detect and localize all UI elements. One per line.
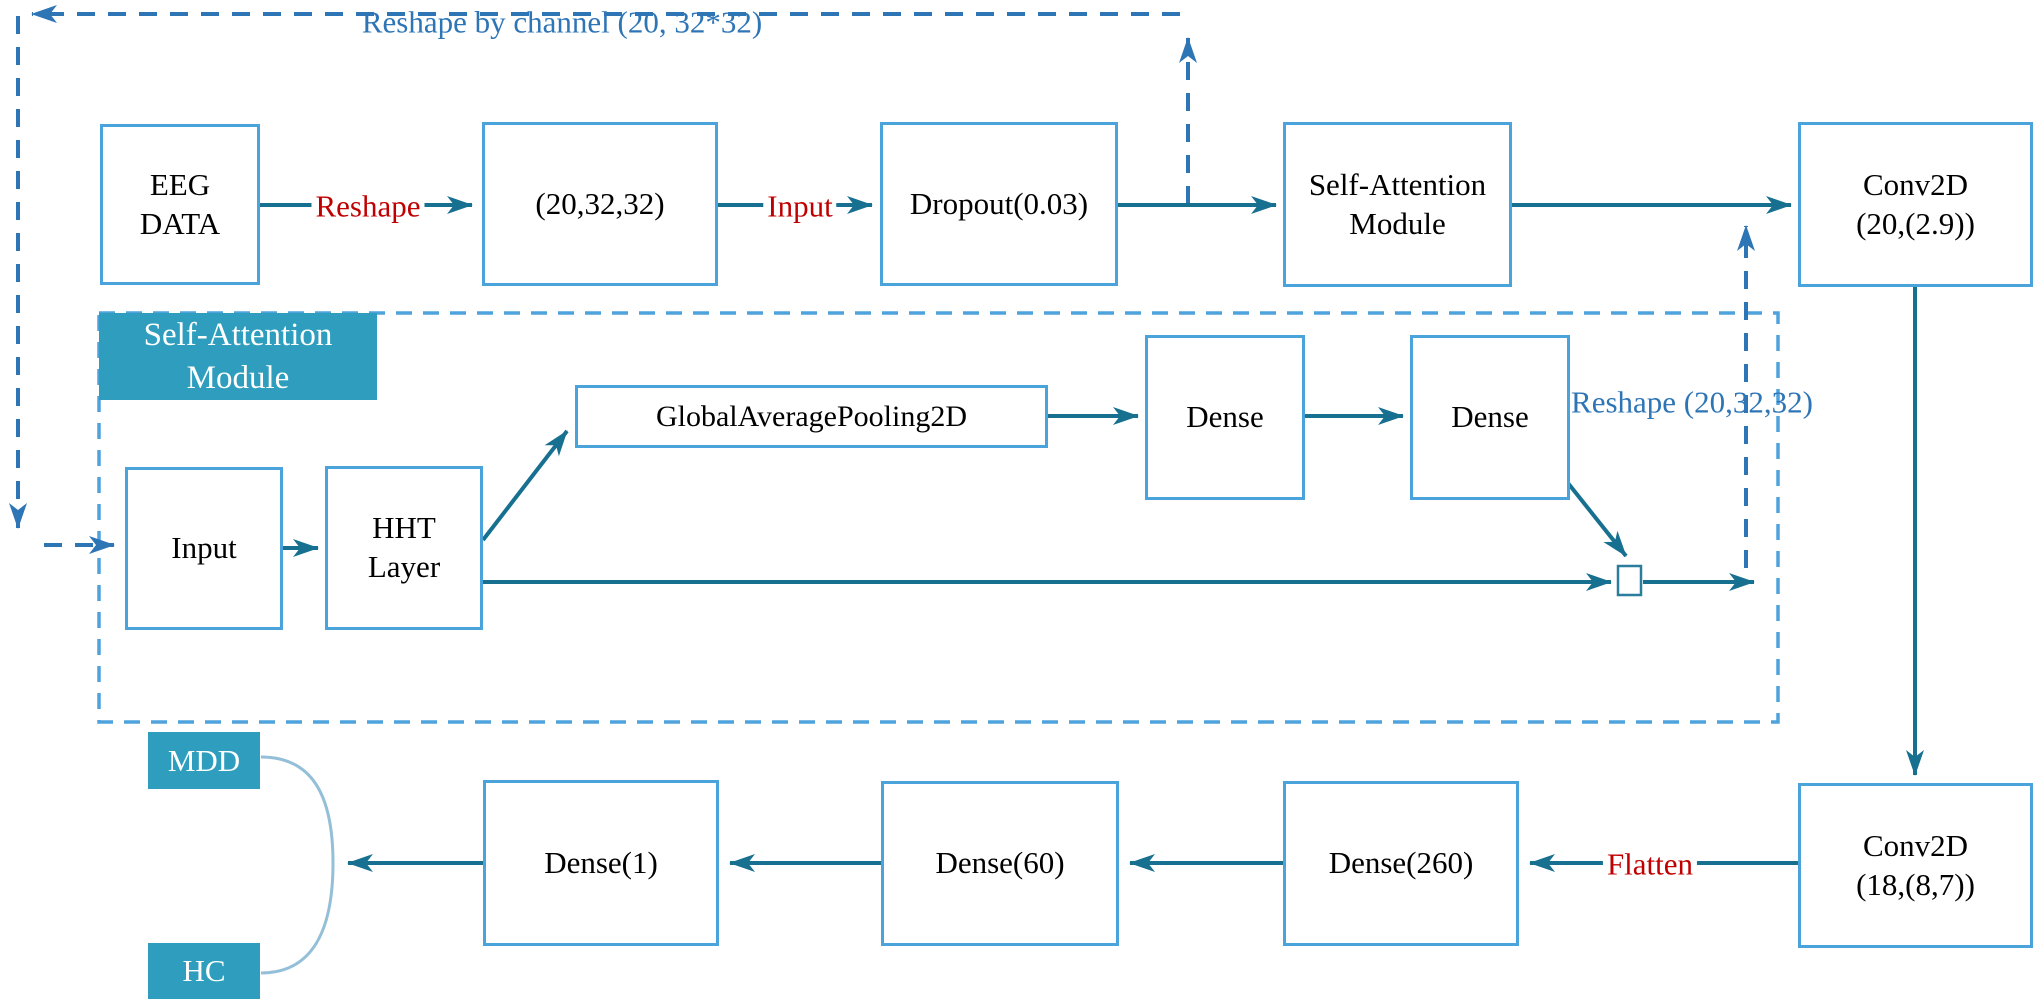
self-attention-module-boundary (97, 311, 1780, 724)
node-label: Dense(60) (935, 845, 1065, 881)
node-label: (20,(2.9)) (1856, 205, 1975, 241)
node-dense-260: Dense(260) (1283, 781, 1519, 946)
edge-label-flatten: Flatten (1602, 847, 1698, 881)
node-label: DATA (139, 205, 221, 241)
annotation-reshape-by-channel: Reshape by channel (20, 32*32) (361, 4, 763, 40)
node-eeg-data: EEG DATA (100, 124, 260, 285)
node-self-attention-module-ref: Self-Attention Module (1283, 122, 1512, 287)
node-shape-20-32-32: (20,32,32) (482, 122, 718, 286)
reshape-by-channel-path (9, 4, 1755, 568)
output-class-mdd: MDD (148, 732, 260, 789)
node-label: Dense(260) (1328, 845, 1474, 881)
node-dense-a: Dense (1145, 335, 1305, 500)
arrow-hht-to-gap (481, 429, 569, 542)
node-dense-1: Dense(1) (483, 780, 719, 946)
node-label: Dense (1451, 399, 1529, 435)
node-dropout: Dropout(0.03) (880, 122, 1118, 286)
class-label: MDD (167, 742, 241, 778)
node-global-average-pooling: GlobalAveragePooling2D (575, 385, 1048, 448)
module-header-self-attention: Self-Attention Module (99, 313, 377, 400)
output-brace (260, 755, 335, 975)
node-conv2d-bottom: Conv2D (18,(8,7)) (1798, 783, 2033, 948)
module-header-label: Self-Attention (143, 316, 333, 353)
node-label: (20,32,32) (535, 185, 665, 221)
node-label: Dense(1) (544, 844, 658, 880)
node-label: Self-Attention (1308, 166, 1487, 202)
node-hht-layer: HHT Layer (325, 466, 483, 630)
node-label: Conv2D (1862, 166, 1969, 202)
node-dense-b: Dense (1410, 335, 1570, 500)
output-class-hc: HC (148, 943, 260, 999)
edge-label-reshape: Reshape (311, 189, 425, 223)
class-label: HC (182, 953, 226, 988)
node-module-input: Input (125, 467, 283, 630)
multiply-node (1616, 564, 1643, 597)
node-conv2d-top: Conv2D (20,(2.9)) (1798, 122, 2033, 287)
annotation-reshape-module-output: Reshape (20,32,32) (1571, 384, 1813, 420)
node-label: Dropout(0.03) (909, 185, 1089, 221)
edge-label-input: Input (763, 189, 837, 223)
node-label: Module (1349, 205, 1446, 241)
node-label: HHT (372, 510, 436, 546)
node-label: Conv2D (1862, 827, 1969, 863)
node-label: Dense (1186, 399, 1264, 435)
node-label: Input (171, 530, 237, 566)
node-label: GlobalAveragePooling2D (655, 399, 968, 433)
module-header-label: Module (186, 359, 290, 396)
node-label: Layer (367, 549, 441, 584)
node-label: (18,(8,7)) (1856, 866, 1975, 902)
node-dense-60: Dense(60) (881, 781, 1119, 946)
solid-arrows (260, 196, 1924, 872)
node-label: EEG (149, 166, 211, 202)
